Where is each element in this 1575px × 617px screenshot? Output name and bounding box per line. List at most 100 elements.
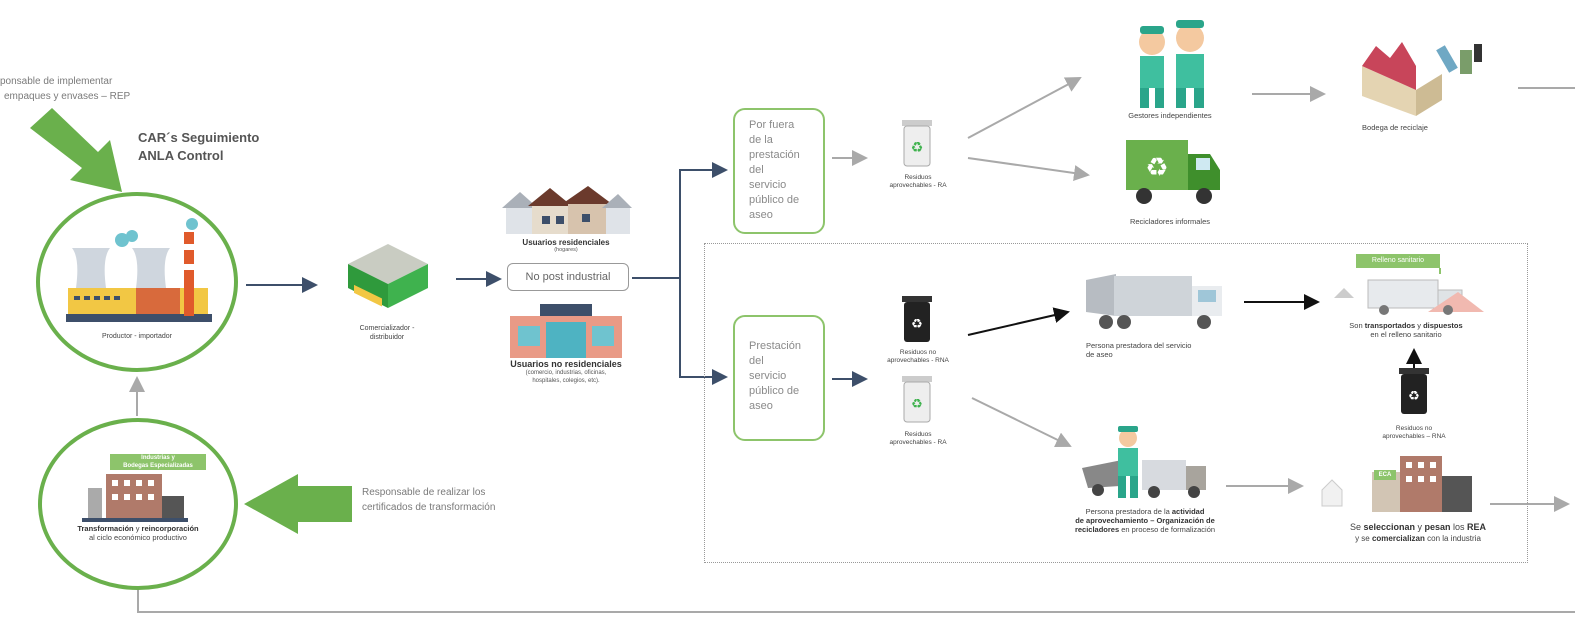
cleaning-line-2: de aseo [1086, 350, 1113, 359]
recycling-org-label: Persona prestadora de la actividad de ap… [1050, 507, 1240, 534]
rep-text: ponsable de implementar empaques y envas… [0, 74, 130, 104]
distributor-label: Comercializador - distribuidor [332, 324, 442, 342]
badge-line-1: Industrias y [141, 455, 175, 461]
eca-label: Se seleccionan y pesan los REA y se come… [1326, 522, 1510, 544]
recycler-worker-icon [1082, 426, 1206, 498]
outside-line: prestación [749, 149, 800, 161]
green-truck-icon: ♻ [1126, 140, 1220, 204]
houses-icon [502, 186, 632, 234]
industry-icon [82, 474, 188, 522]
org-text-b: actividad [1171, 507, 1205, 516]
service-line: servicio [749, 370, 787, 382]
black-bin-right-icon: ♻ [1399, 368, 1429, 414]
eca-text-b: seleccionan [1363, 522, 1415, 532]
non-residential-line-1: (comercio, industrias, oficinas, [525, 370, 607, 376]
outside-line: Por fuera [749, 119, 795, 131]
rna-line-2: aprovechables - RNA [887, 357, 949, 364]
transformer-label-line-2: al ciclo económico productivo [89, 533, 187, 542]
black-bin-icon: ♻ [902, 296, 932, 342]
eca-text-h: comercializan [1371, 534, 1425, 543]
certificates-green-arrow [244, 474, 352, 534]
svg-text:♻: ♻ [911, 397, 923, 412]
outside-line: del [749, 164, 764, 176]
car-line: CAR´s Seguimiento [138, 130, 260, 145]
branch-line [632, 162, 728, 279]
industries-badge: Industrias y Bodegas Especializadas [110, 454, 206, 470]
warehouse-label: Bodega de reciclaje [1362, 123, 1428, 132]
informal-label: Recicladores informales [1129, 217, 1211, 226]
compactor-truck-icon [1086, 274, 1222, 329]
eca-text-g: y se [1355, 534, 1372, 543]
org-text-c: recicladores [1074, 525, 1120, 534]
rep-line-2: empaques y envases – REP [4, 91, 131, 102]
landfill-line-2: en el relleno sanitario [1370, 330, 1442, 339]
label-bold-2: reincorporación [141, 524, 199, 533]
public-service-box: Prestación del servicio público de aseo [733, 315, 825, 441]
ra-top-label: Residuos aprovechables - RA [868, 174, 968, 190]
independent-label: Gestores independientes [1128, 111, 1212, 120]
distributor-line-2: distribuidor [369, 334, 405, 341]
rep-line-1: ponsable de implementar [0, 76, 113, 87]
non-residential-line-2: hospitales, colegios, etc). [532, 378, 600, 384]
label-bold-1: Transformación [77, 524, 134, 533]
svg-text:♻: ♻ [1408, 389, 1420, 404]
eca-badge: ECA [1374, 470, 1396, 480]
residential-title: Usuarios residenciales [522, 238, 610, 247]
rep-green-arrow [30, 108, 122, 192]
cleaning-provider-label: Persona prestadora del servicio de aseo [1086, 341, 1232, 359]
rna-right-line-1: Residuos no [1395, 425, 1433, 432]
ra-bottom-label: Residuos aprovechables - RA [868, 431, 968, 447]
badge-line-2: Bodegas Especializadas [123, 463, 193, 469]
eca-text-i: con la industria [1424, 534, 1481, 543]
landfill-flag-label: Relleno sanitario [1371, 257, 1425, 264]
outside-line: público de [749, 194, 800, 206]
eca-text-a: Se [1349, 522, 1364, 532]
label-mid: y [133, 524, 142, 533]
public-service-frame [704, 243, 1528, 563]
svg-text:♻: ♻ [911, 140, 924, 156]
svg-text:♻: ♻ [911, 317, 923, 332]
transformer-circle: Industrias y Bodegas Especializadas Tran… [38, 418, 238, 590]
store-icon [348, 244, 428, 308]
no-post-label: No post industrial [525, 271, 611, 283]
landfill-text-b: transportados [1364, 321, 1416, 330]
service-line: Prestación [749, 340, 801, 352]
service-line: público de [749, 385, 800, 397]
outside-line: servicio [749, 179, 787, 191]
building-icon [510, 304, 622, 358]
landfill-truck-icon [1334, 268, 1484, 315]
rna-line-1: Residuos no [899, 349, 937, 356]
ra-bottom-line-2: aprovechables - RA [889, 439, 947, 446]
rna-right-label: Residuos no aprovechables – RNA [1364, 425, 1464, 441]
certificates-line-2: certificados de transformación [362, 502, 496, 513]
service-line: del [749, 355, 764, 367]
eca-text-e: los [1450, 522, 1468, 532]
landfill-flag: Relleno sanitario [1356, 254, 1440, 268]
eca-badge-label: ECA [1378, 472, 1392, 478]
rna-right-line-2: aprovechables – RNA [1382, 433, 1446, 440]
cleaning-line-1: Persona prestadora del servicio [1086, 341, 1192, 350]
car-anla-text: CAR´s Seguimiento ANLA Control [138, 129, 259, 165]
producer-circle: Productor - importador [36, 192, 238, 372]
distributor-line-1: Comercializador - [359, 325, 415, 332]
workers-icon [1139, 20, 1204, 108]
ra-top-line-1: Residuos [904, 174, 932, 181]
org-line-2: de aprovechamiento – Organización de [1075, 516, 1215, 525]
org-text-d: en proceso de formalización [1119, 525, 1216, 534]
factory-icon [66, 218, 212, 322]
ra-bottom-line-1: Residuos [904, 431, 932, 438]
outside-line: aseo [749, 209, 773, 221]
outside-service-box: Por fuera de la prestación del servicio … [733, 108, 825, 234]
anla-line: ANLA Control [138, 148, 224, 163]
eca-text-f: REA [1467, 522, 1487, 532]
landfill-label: Son transportados y dispuestos en el rel… [1318, 321, 1494, 339]
eca-text-d: pesan [1424, 522, 1451, 532]
ra-top-line-2: aprovechables - RA [889, 182, 947, 189]
non-residential-title: Usuarios no residenciales [510, 359, 622, 369]
transformer-label: Transformación y reincorporación al cicl… [42, 524, 234, 542]
residential-subtitle: (hogares) [554, 247, 578, 253]
rna-label: Residuos no aprovechables - RNA [868, 349, 968, 365]
certificates-line-1: Responsable de realizar los [362, 487, 486, 498]
white-bin-icon-2: ♻ [902, 376, 932, 423]
landfill-text-c: y [1415, 321, 1424, 330]
